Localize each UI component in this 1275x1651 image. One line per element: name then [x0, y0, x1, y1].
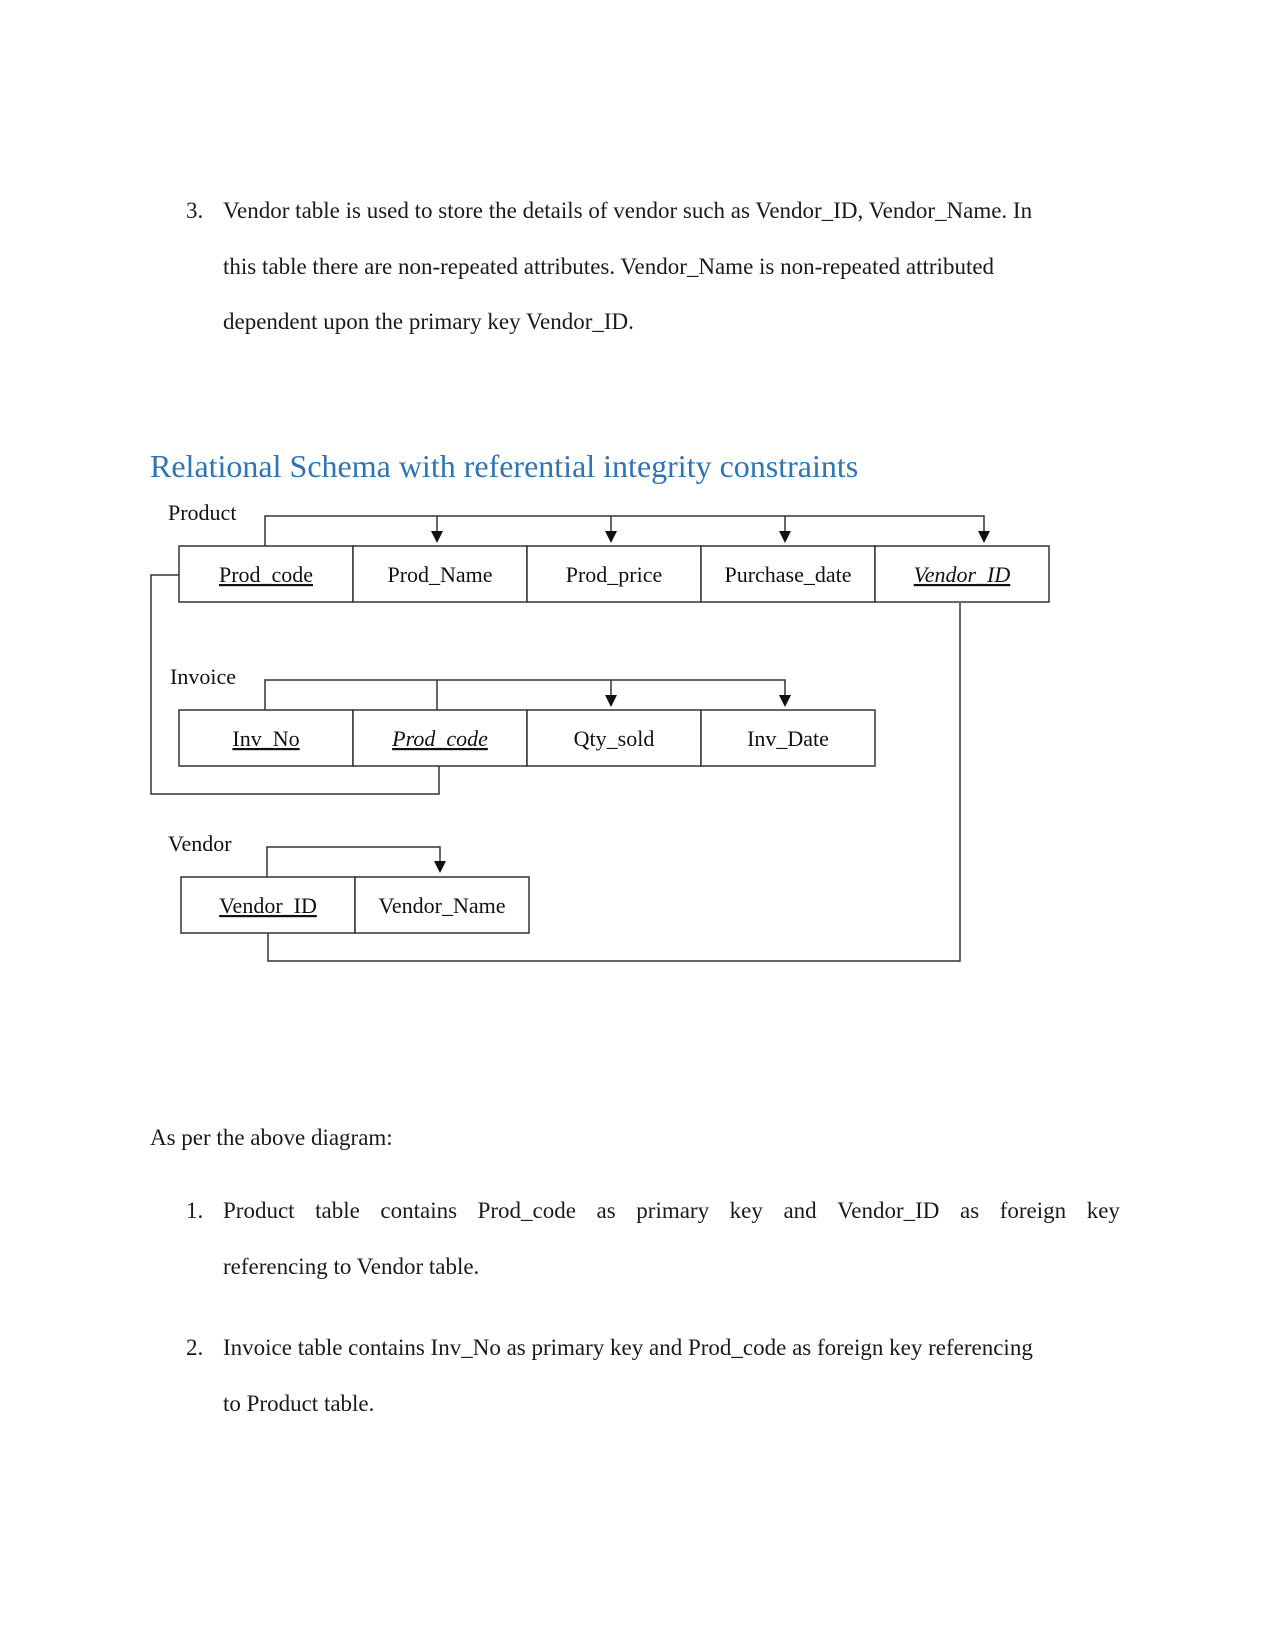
product-cell: [526, 545, 702, 603]
vendor-cell: [180, 876, 356, 934]
vendor-table-label: Vendor: [168, 831, 232, 856]
arrow-to-inv-date: [779, 695, 791, 707]
invoice-field-prod-code-fk: Prod_code: [391, 726, 488, 751]
invoice-cell: [352, 709, 528, 767]
invoice-field-qty-sold: Qty_sold: [574, 726, 655, 751]
product-table: Prod_code Prod_Name Prod_price Purchase_…: [178, 545, 1050, 603]
arrow-to-vendor-id-fk: [978, 531, 990, 543]
product-field-vendor-id-fk: Vendor_ID: [914, 562, 1011, 587]
summary-item-1-line-1: Product table contains Prod_code as prim…: [223, 1198, 1120, 1224]
product-cell: [178, 545, 354, 603]
word: and: [783, 1198, 817, 1223]
word: primary: [636, 1198, 710, 1223]
word: as: [596, 1198, 616, 1223]
arrow-to-purchase-date: [779, 531, 791, 543]
intro-line-3: dependent upon the primary key Vendor_ID…: [223, 309, 634, 334]
list-number: 1.: [186, 1198, 204, 1223]
arrow-to-vendor-name: [434, 861, 446, 873]
product-dependency-line: [264, 515, 985, 546]
word: key: [1086, 1198, 1120, 1223]
word: table: [315, 1198, 360, 1223]
product-field-purchase-date: Purchase_date: [724, 562, 851, 587]
intro-line-1: Vendor table is used to store the detail…: [223, 198, 1033, 223]
fk-product-vendor-id-line: [267, 603, 961, 962]
section-heading: Relational Schema with referential integ…: [150, 448, 859, 484]
invoice-field-inv-no: Inv_No: [232, 726, 299, 751]
arrow-to-prod-name: [431, 531, 443, 543]
word: Vendor_ID: [837, 1198, 940, 1223]
vendor-field-vendor-id: Vendor_ID: [219, 893, 317, 918]
product-cell: [352, 545, 528, 603]
product-table-label: Product: [168, 500, 236, 525]
product-cell: [874, 545, 1050, 603]
arrow-to-qty-sold: [605, 695, 617, 707]
summary-item-2-line-1: Invoice table contains Inv_No as primary…: [223, 1335, 1033, 1360]
vendor-cell: [354, 876, 530, 934]
product-field-prod-name: Prod_Name: [387, 562, 492, 587]
invoice-cell: [700, 709, 876, 767]
word: Product: [223, 1198, 295, 1223]
arrow-to-prod-price: [605, 531, 617, 543]
word: contains: [380, 1198, 458, 1223]
product-field-prod-price: Prod_price: [566, 562, 663, 587]
product-field-prod-code: Prod_code: [219, 562, 313, 587]
vendor-table: Vendor_ID Vendor_Name: [180, 876, 530, 934]
summary-item-1-line-2: referencing to Vendor table.: [223, 1254, 480, 1279]
invoice-field-inv-date: Inv_Date: [747, 726, 829, 751]
intro-line-2: this table there are non-repeated attrib…: [223, 254, 995, 279]
list-number: 2.: [186, 1335, 204, 1360]
vendor-dependency-line: [266, 846, 441, 877]
word: as: [959, 1198, 980, 1223]
summary-item-2-line-2: to Product table.: [223, 1391, 375, 1416]
word: key: [729, 1198, 763, 1223]
invoice-table-label: Invoice: [170, 664, 236, 689]
summary-intro: As per the above diagram:: [150, 1125, 393, 1150]
vendor-field-vendor-name: Vendor_Name: [378, 893, 505, 918]
invoice-dependency-line: [264, 679, 786, 710]
list-number: 3.: [186, 198, 204, 223]
fk-invoice-prod-code-line: [150, 574, 440, 795]
invoice-table: Inv_No Prod_code Qty_sold Inv_Date: [178, 709, 876, 767]
word: foreign: [999, 1198, 1067, 1223]
product-cell: [700, 545, 876, 603]
word: Prod_code: [477, 1198, 576, 1223]
